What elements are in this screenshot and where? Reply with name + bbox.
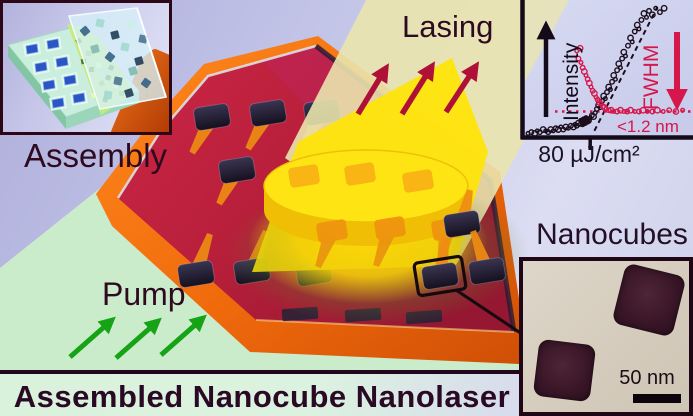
glass-plate-cubes — [79, 18, 152, 100]
pump-arrow — [68, 316, 116, 359]
cube-feed-taper — [191, 233, 213, 271]
nanocube — [402, 169, 434, 193]
linewidth-annotation: <1.2 nm — [617, 117, 679, 136]
lasing-label: Lasing — [402, 9, 494, 44]
lasing-plot-inset: Intensity FWHM <1.2 nm 80 µJ/cm² — [519, 0, 693, 178]
assembly-label: Assembly — [24, 137, 168, 174]
cube-feed-taper — [315, 233, 337, 269]
nanocube — [344, 162, 376, 186]
assembly-inset — [0, 0, 172, 135]
nanocubes-label: Nanocubes — [536, 218, 688, 251]
tem-inset: 50 nm — [519, 257, 693, 416]
nanocube — [443, 210, 481, 238]
lasing-arrow — [443, 61, 480, 114]
nanocube — [193, 103, 231, 131]
scale-bar-label: 50 nm — [619, 367, 675, 389]
pump-arrow — [159, 314, 207, 357]
nanocube — [288, 164, 320, 188]
nanocube — [374, 216, 406, 240]
cube-feed-taper — [373, 231, 395, 267]
tem-nanocube — [532, 338, 597, 403]
lasing-arrow — [355, 63, 389, 116]
nanocube — [468, 257, 506, 285]
template-wells — [23, 36, 88, 111]
nanocube — [218, 156, 256, 184]
plot-reference-lines — [555, 6, 691, 132]
nanocube — [177, 260, 215, 288]
nanocube — [421, 262, 459, 290]
intensity-axis-label: Intensity — [560, 42, 583, 121]
nanocube-antennas-front — [421, 189, 506, 290]
glass-plate-edge — [136, 7, 167, 98]
lasing-threshold-chart: Intensity FWHM <1.2 nm — [520, 0, 693, 150]
pump-label: Pump — [102, 276, 186, 312]
plot-data-points — [525, 4, 686, 137]
cube-feed-taper — [434, 237, 449, 272]
cube-feed-taper — [470, 230, 492, 268]
assembly-illustration — [7, 7, 169, 132]
pump-arrows — [68, 314, 207, 360]
tem-nanocube — [611, 262, 687, 338]
chip-front-highlight — [255, 319, 515, 333]
scale-bar — [633, 394, 681, 403]
nanocube — [249, 99, 287, 127]
nanocube — [316, 219, 348, 243]
pump-arrow — [114, 317, 162, 360]
lasing-arrows — [355, 61, 480, 116]
chip-glass-edge — [116, 44, 317, 199]
figure-title: Assembled Nanocube Nanolaser — [13, 379, 511, 414]
lasing-arrow — [399, 61, 435, 116]
x-tick-label: 80 µJ/cm² — [538, 141, 640, 167]
nanocube-callout — [412, 254, 523, 336]
fwhm-axis-label: FWHM — [640, 45, 663, 110]
